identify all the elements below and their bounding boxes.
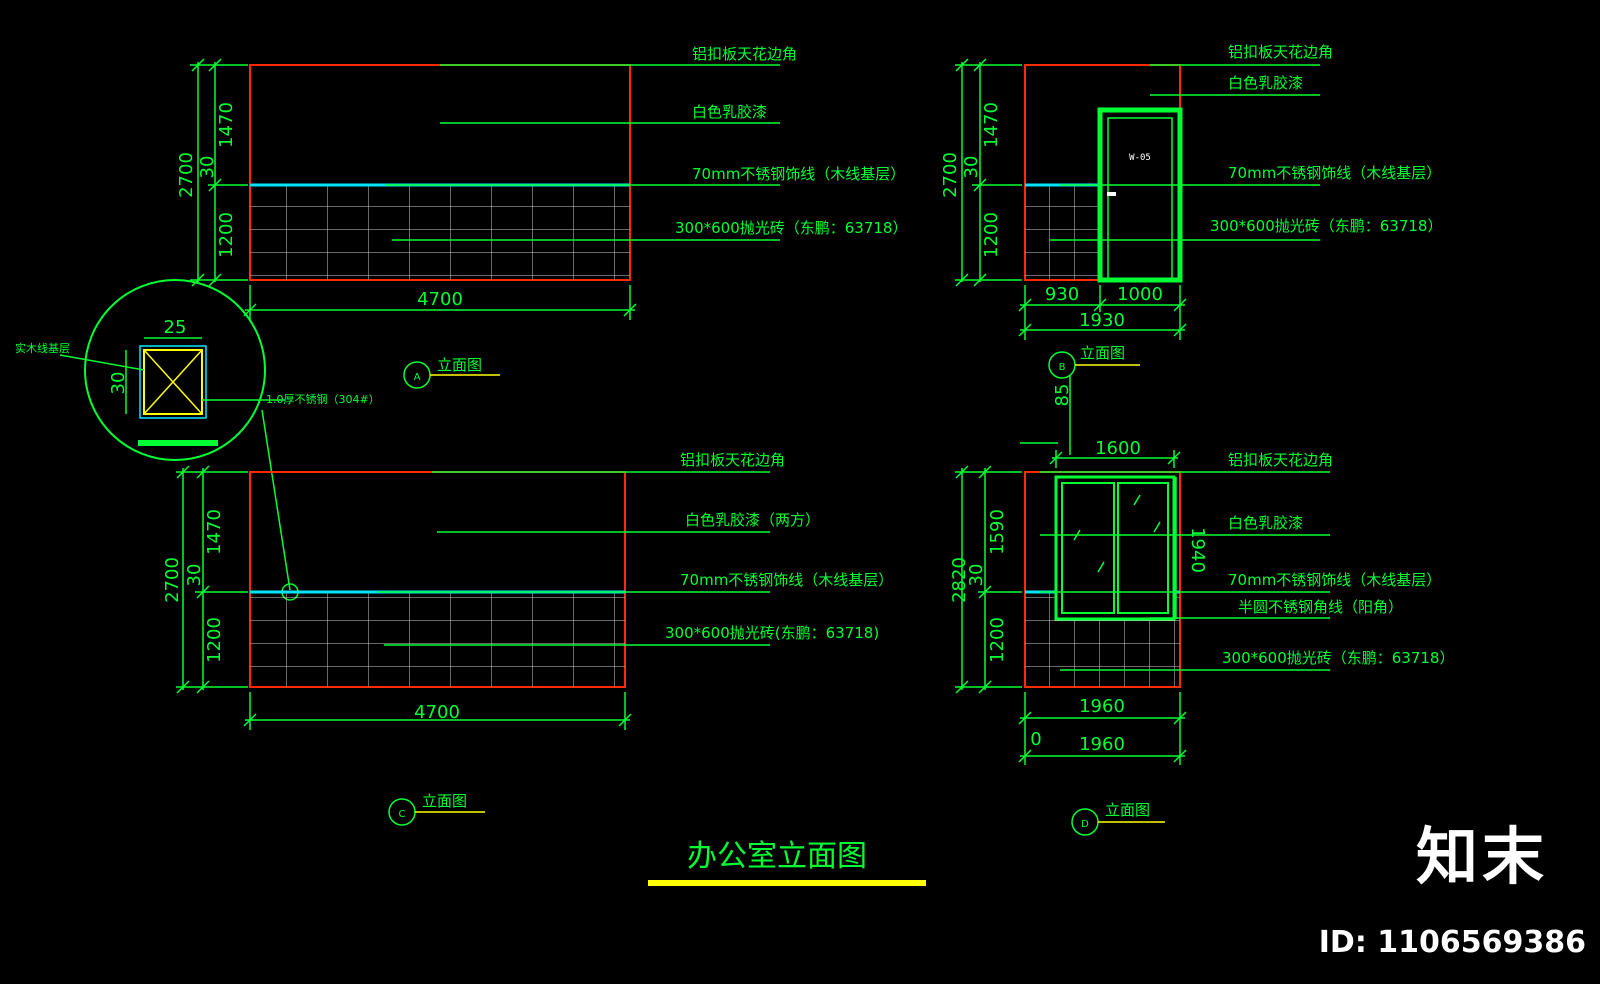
note-c-1: 铝扣板天花边角 — [680, 451, 785, 469]
detail-label-right: 1.0厚不锈钢（304#） — [266, 393, 380, 406]
dim-c-band: 30 — [184, 564, 205, 587]
dim-c-total: 2700 — [162, 557, 183, 603]
elevation-c: C 立面图 4700 2700 1470 30 1200 铝扣板天花边角 白色乳… — [162, 451, 893, 826]
detail-w: 25 — [164, 317, 187, 338]
tile-grid-b — [1025, 185, 1100, 280]
dim-d-win-h: 1940 — [1187, 527, 1208, 573]
note-b-1: 铝扣板天花边角 — [1228, 43, 1333, 61]
dim-c-upper: 1470 — [204, 509, 225, 555]
dim-a-total: 2700 — [176, 152, 197, 198]
dim-a-band: 30 — [197, 156, 218, 179]
label-d: 立面图 — [1105, 801, 1150, 819]
dim-b-band: 30 — [961, 156, 982, 179]
elevation-d: D 立面图 1600 1940 1960 1960 0 2820 1590 30… — [949, 438, 1454, 836]
tile-grid-c — [250, 592, 625, 687]
dim-b-lower: 1200 — [981, 212, 1002, 258]
dim-b-offset: 85 — [1052, 384, 1073, 407]
dim-d-width2: 1960 — [1079, 734, 1125, 755]
dim-b-w1: 930 — [1045, 284, 1079, 305]
note-c-4: 300*600抛光砖(东鹏：63718) — [665, 624, 879, 642]
note-c-3: 70mm不锈钢饰线（木线基层） — [680, 571, 893, 589]
dim-d-total: 2820 — [949, 557, 970, 603]
dim-a-upper: 1470 — [216, 102, 237, 148]
note-c-2: 白色乳胶漆（两方） — [685, 511, 820, 529]
wood-base-box — [143, 349, 203, 415]
elevation-b: W-05 B 立面图 930 1000 1930 85 2700 — [940, 43, 1442, 455]
steel-strip — [138, 440, 218, 446]
dim-a-width: 4700 — [417, 289, 463, 310]
door-tag-b: W-05 — [1129, 153, 1151, 163]
detail-circle — [84, 279, 266, 461]
dim-d-upper: 1590 — [987, 509, 1008, 555]
note-b-2: 白色乳胶漆 — [1228, 74, 1303, 92]
note-b-4: 300*600抛光砖（东鹏：63718） — [1210, 217, 1442, 235]
note-d-5: 300*600抛光砖（东鹏：63718） — [1222, 649, 1454, 667]
watermark-brand: 知末 — [1415, 820, 1548, 893]
marker-b-letter: B — [1059, 362, 1066, 373]
dim-b-w2: 1000 — [1117, 284, 1163, 305]
label-c: 立面图 — [422, 792, 467, 810]
note-d-3: 70mm不锈钢饰线（木线基层） — [1228, 571, 1441, 589]
note-a-4: 300*600抛光砖（东鹏：63718） — [675, 219, 907, 237]
title-underline — [648, 880, 926, 886]
marker-d-letter: D — [1081, 819, 1089, 830]
dim-b-total: 2700 — [940, 152, 961, 198]
dim-d-lower: 1200 — [987, 617, 1008, 663]
elevation-a: A 立面图 4700 2700 1470 30 1200 铝扣板天花边角 白色乳… — [176, 45, 907, 389]
label-b: 立面图 — [1080, 344, 1125, 362]
dim-c-width: 4700 — [414, 702, 460, 723]
note-b-3: 70mm不锈钢饰线（木线基层） — [1228, 164, 1441, 182]
dim-a-lower: 1200 — [216, 212, 237, 258]
tile-grid-a — [250, 185, 630, 280]
dim-c-lower: 1200 — [204, 617, 225, 663]
drawing-title: 办公室立面图 — [687, 839, 867, 874]
dim-d-win-w: 1600 — [1095, 438, 1141, 459]
note-d-4: 半圆不锈钢角线（阳角） — [1238, 598, 1403, 616]
detail-callout: 25 30 实木线基层 1.0厚不锈钢（304#） — [15, 279, 380, 601]
dim-b-width: 1930 — [1079, 310, 1125, 331]
detail-h: 30 — [108, 372, 129, 395]
marker-a-letter: A — [414, 372, 421, 383]
marker-c-letter: C — [399, 809, 406, 820]
note-a-3: 70mm不锈钢饰线（木线基层） — [692, 165, 905, 183]
dim-d-band: 30 — [966, 564, 987, 587]
label-a: 立面图 — [437, 356, 482, 374]
note-d-2: 白色乳胶漆 — [1228, 514, 1303, 532]
note-a-1: 铝扣板天花边角 — [692, 45, 797, 63]
detail-label-left: 实木线基层 — [15, 341, 70, 355]
dim-d-zero: 0 — [1030, 729, 1041, 750]
note-d-1: 铝扣板天花边角 — [1228, 451, 1333, 469]
note-a-2: 白色乳胶漆 — [692, 103, 767, 121]
watermark-id: ID: 1106569386 — [1318, 925, 1586, 960]
dim-b-upper: 1470 — [981, 102, 1002, 148]
dim-d-width: 1960 — [1079, 696, 1125, 717]
